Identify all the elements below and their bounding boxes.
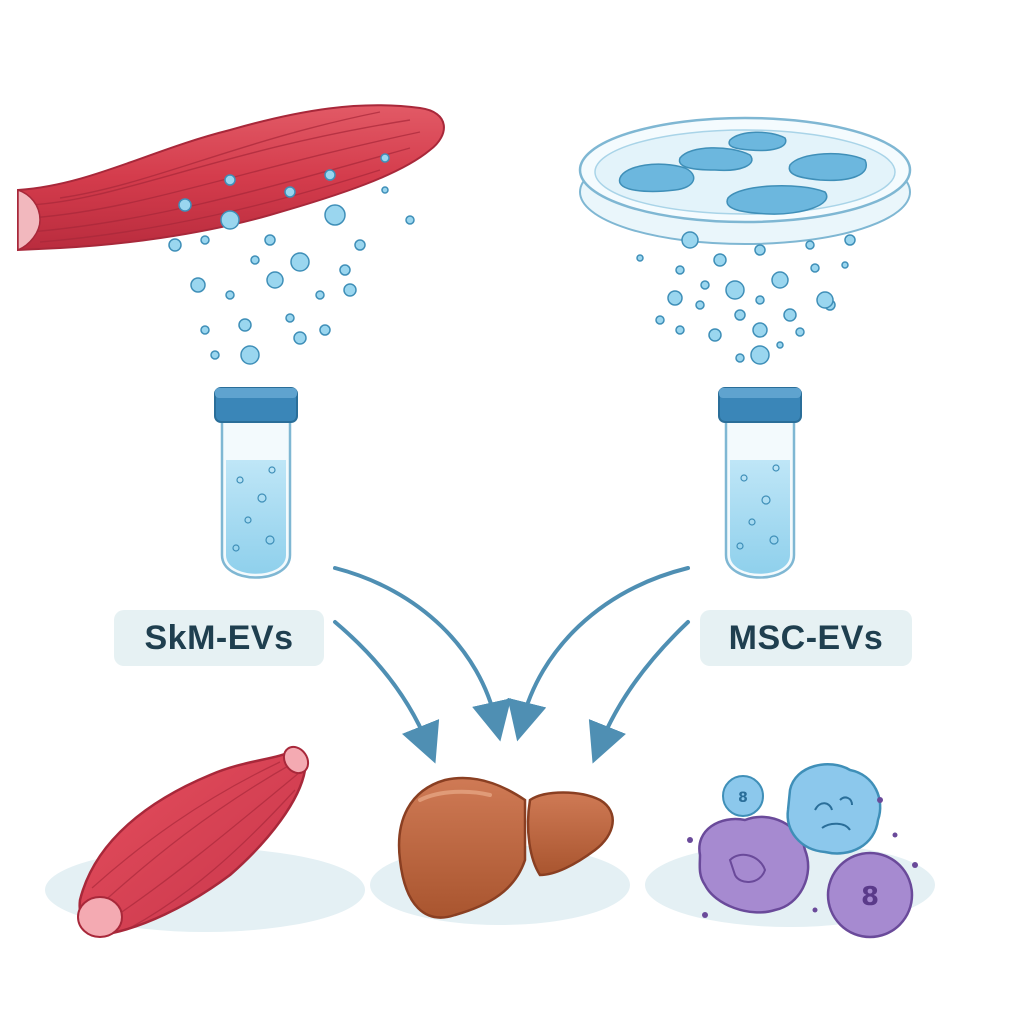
vesicle [735, 353, 745, 363]
arrow-msc-to-liver [507, 566, 690, 742]
vesicle [264, 234, 276, 246]
arrow-msc-to-immune [588, 620, 690, 764]
vesicle [343, 283, 357, 297]
vesicle [750, 345, 770, 365]
vesicle [841, 261, 849, 269]
skm-evs-label: SkM-EVs [114, 610, 324, 666]
vesicle [293, 331, 307, 345]
vesicle [681, 231, 699, 249]
msc-evs-label: MSC-EVs [700, 610, 912, 666]
vesicle [675, 325, 685, 335]
vesicle [810, 263, 820, 273]
vesicle [713, 253, 727, 267]
vesicle [266, 271, 284, 289]
vesicle [240, 345, 260, 365]
svg-text:8: 8 [738, 790, 748, 806]
skeletal-muscle-icon [77, 745, 310, 938]
vesicle [752, 322, 768, 338]
vesicle [381, 186, 389, 194]
arrow-skm-to-muscle [333, 620, 440, 764]
vesicle [754, 244, 766, 256]
vesicle [324, 169, 336, 181]
vesicle-cluster-left [168, 153, 415, 365]
vesicle [339, 264, 351, 276]
vesicle [290, 252, 310, 272]
vesicle [695, 300, 705, 310]
liver-icon [397, 776, 614, 919]
vesicle [700, 280, 710, 290]
vesicle [168, 238, 182, 252]
vesicle [816, 291, 834, 309]
vesicle-cluster-right [636, 231, 856, 365]
vesicle [725, 280, 745, 300]
vesicle [405, 215, 415, 225]
vesicle [783, 308, 797, 322]
arrow-skm-to-liver [333, 566, 512, 742]
vesicle [200, 235, 210, 245]
vesicle [667, 290, 683, 306]
vesicle [636, 254, 644, 262]
vesicle [319, 324, 331, 336]
vesicle [771, 271, 789, 289]
vesicle [755, 295, 765, 305]
vesicle [225, 290, 235, 300]
vesicle [284, 186, 296, 198]
vesicle [734, 309, 746, 321]
vesicle [190, 277, 206, 293]
vesicle [224, 174, 236, 186]
vesicle [178, 198, 192, 212]
vesicle [380, 153, 390, 163]
vesicle [220, 210, 240, 230]
arrows [333, 566, 690, 764]
vesicle [210, 350, 220, 360]
vesicle [315, 290, 325, 300]
vesicle [795, 327, 805, 337]
vesicle [844, 234, 856, 246]
vesicle [250, 255, 260, 265]
vesicle [776, 341, 784, 349]
test-tube-left-icon [214, 387, 298, 579]
vesicle [805, 240, 815, 250]
svg-text:8: 8 [861, 882, 879, 912]
petri-dish-icon [578, 116, 912, 245]
vesicle [324, 204, 346, 226]
vesicle [285, 313, 295, 323]
vesicle [675, 265, 685, 275]
vesicle [354, 239, 366, 251]
vesicle [655, 315, 665, 325]
test-tube-right-icon [718, 387, 802, 579]
immune-cells-icon: 8 8 [687, 763, 918, 939]
vesicle [200, 325, 210, 335]
vesicle [708, 328, 722, 342]
vesicle [238, 318, 252, 332]
